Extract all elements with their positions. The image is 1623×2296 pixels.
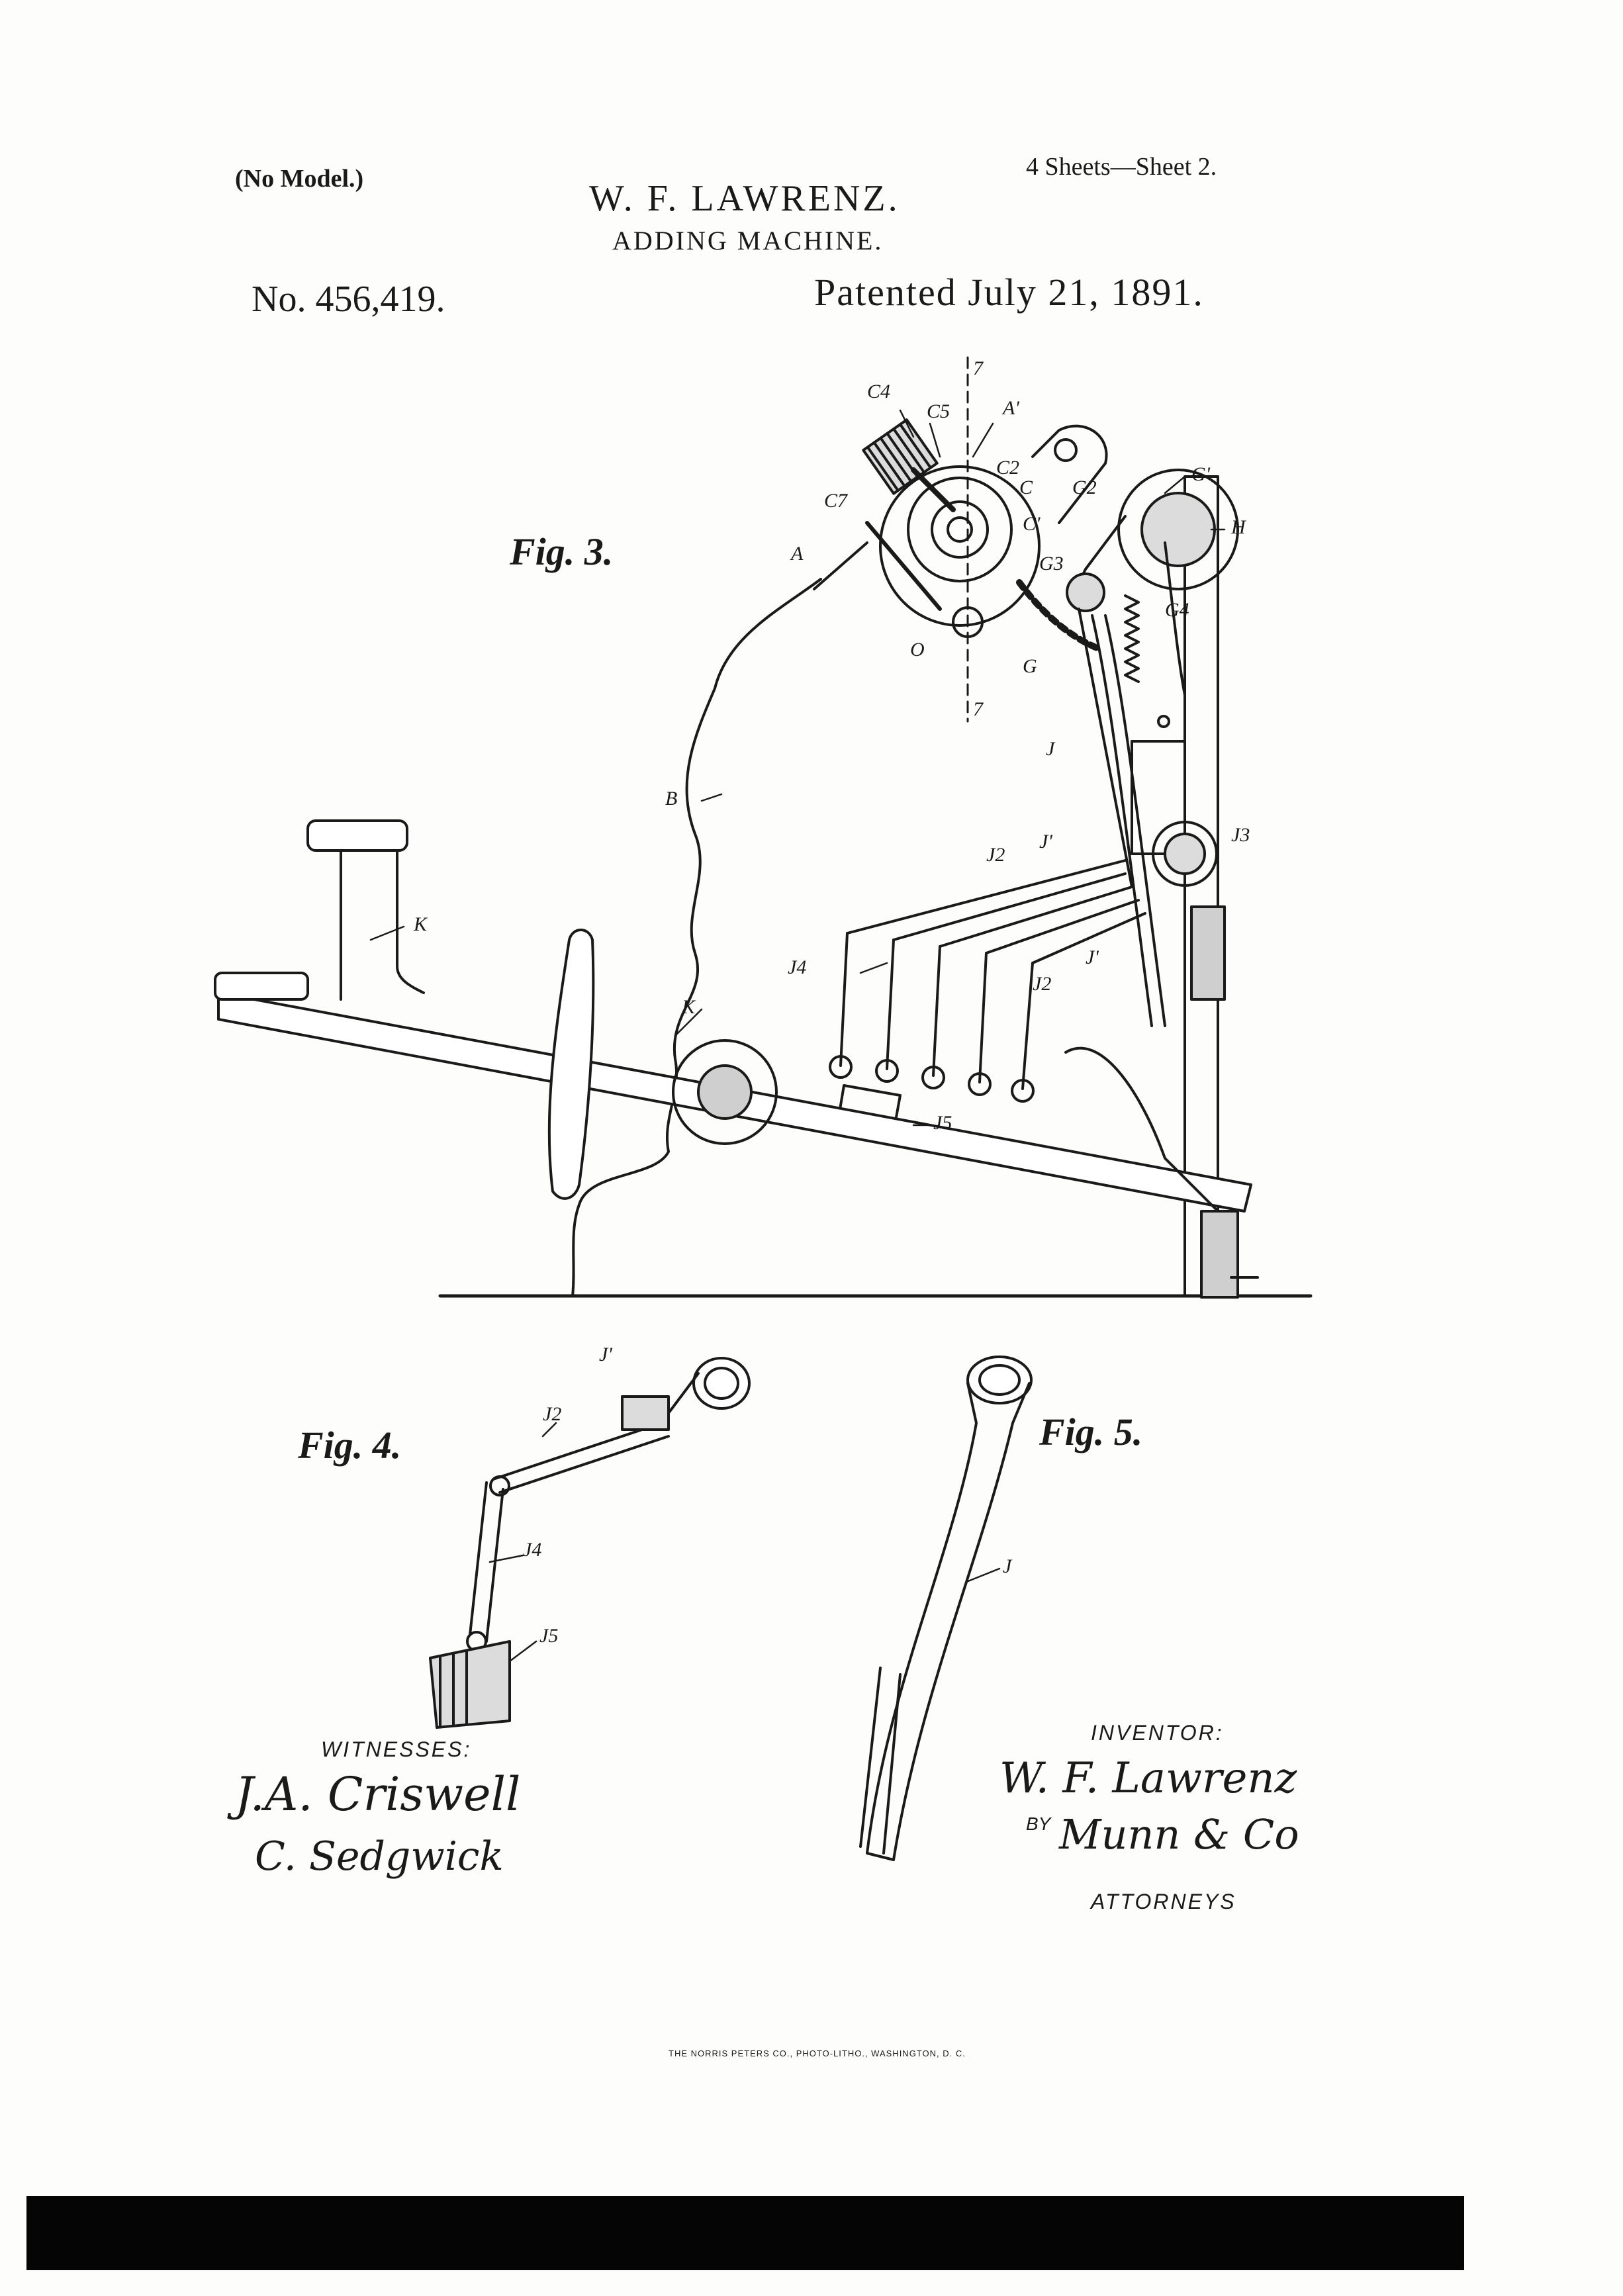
- part-label-g2: G2: [1072, 477, 1097, 498]
- fig4-label-j4: J4: [523, 1539, 542, 1561]
- witness-signature-1: J.A. Criswell: [235, 1767, 521, 1821]
- part-label-j: J: [1046, 738, 1055, 760]
- witnesses-label: WITNESSES:: [321, 1737, 472, 1761]
- part-label-k: K: [414, 913, 428, 935]
- part-label-b: B: [665, 788, 678, 809]
- part-label-g1: G': [1191, 463, 1211, 485]
- part-label-h: H: [1231, 516, 1246, 538]
- part-label-c5: C5: [927, 400, 951, 422]
- figure-3-drawing: [214, 356, 1313, 1299]
- part-label-o: O: [910, 639, 925, 661]
- part-label-j1b: J': [1086, 946, 1099, 968]
- part-label-7-top: 7: [973, 357, 983, 379]
- figure-4-drawing: [429, 1357, 751, 1729]
- fig4-label-j2: J2: [543, 1403, 562, 1425]
- inventor-name: W. F. LAWRENZ.: [589, 178, 900, 219]
- part-label-j5: J5: [933, 1112, 952, 1134]
- part-label-c1: C': [1023, 513, 1041, 535]
- fig-3-label: Fig. 3.: [510, 530, 614, 573]
- part-label-g: G: [1023, 655, 1037, 677]
- part-label-g4: G4: [1165, 599, 1189, 621]
- by-label: BY: [1026, 1814, 1051, 1834]
- patent-number: No. 456,419.: [252, 279, 445, 320]
- invention-title: ADDING MACHINE.: [612, 226, 884, 255]
- figure-5-drawing: [859, 1355, 1033, 1861]
- part-label-j4: J4: [788, 956, 807, 978]
- patent-date: Patented July 21, 1891.: [814, 271, 1204, 314]
- part-label-g3: G3: [1039, 553, 1064, 574]
- sheet-info: 4 Sheets—Sheet 2.: [1026, 153, 1217, 181]
- part-label-j3: J3: [1231, 824, 1250, 846]
- part-label-a1: A': [1003, 397, 1019, 419]
- part-label-c2: C2: [996, 457, 1020, 479]
- part-label-c: C: [1019, 477, 1033, 498]
- model-note: (No Model.): [235, 165, 364, 193]
- part-label-a: A: [791, 543, 804, 565]
- attorneys-label: ATTORNEYS: [1091, 1890, 1236, 1913]
- inventor-label: INVENTOR:: [1091, 1721, 1224, 1745]
- witness-signature-2: C. Sedgwick: [255, 1833, 504, 1880]
- scan-bottom-bar: [26, 2196, 1464, 2270]
- fig4-label-j5: J5: [539, 1625, 559, 1647]
- part-label-c4: C4: [867, 381, 891, 402]
- part-label-j2: J2: [986, 844, 1005, 866]
- part-label-kb: K: [682, 996, 696, 1018]
- inventor-signature: W. F. Lawrenz: [999, 1754, 1297, 1803]
- part-label-j2b: J2: [1033, 973, 1052, 995]
- printer-credit: THE NORRIS PETERS CO., PHOTO-LITHO., WAS…: [669, 2048, 966, 2058]
- fig-4-label: Fig. 4.: [298, 1424, 402, 1467]
- attorney-signature: Munn & Co: [1059, 1810, 1299, 1859]
- fig-5-label: Fig. 5.: [1039, 1410, 1143, 1453]
- fig5-label-j: J: [1003, 1555, 1012, 1577]
- part-label-c7: C7: [824, 490, 848, 512]
- part-label-7-bottom: 7: [973, 698, 983, 720]
- part-label-j1: J': [1039, 831, 1052, 852]
- fig4-label-j1: J': [599, 1344, 612, 1365]
